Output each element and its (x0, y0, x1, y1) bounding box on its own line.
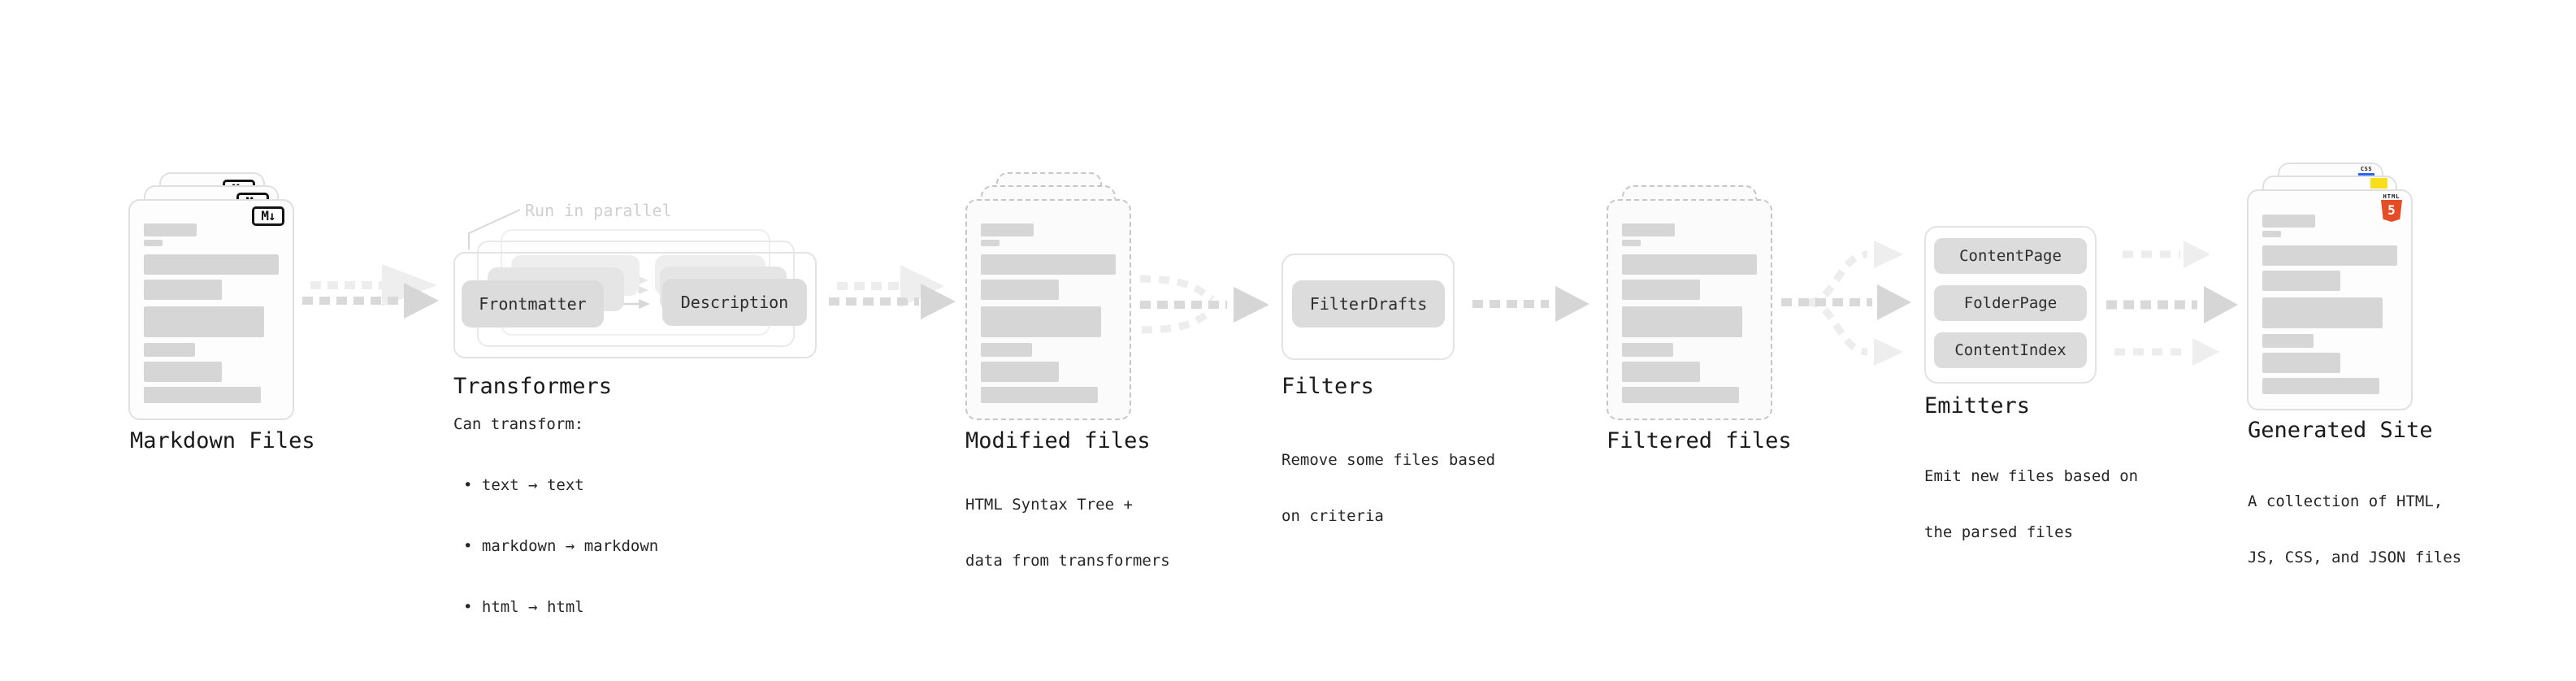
bullet-item: • html → html (463, 598, 584, 616)
markdown-icon: M↓ (252, 206, 284, 226)
description-button: Description (662, 279, 807, 326)
css-icon-bar (2358, 173, 2374, 176)
html5-icon-word: HTML (2383, 193, 2400, 200)
contentpage-label: ContentPage (1959, 247, 2062, 265)
transformers-bullets: • text → text • markdown → markdown • ht… (463, 435, 658, 658)
html-file: HTML 5 (2247, 189, 2413, 410)
desc-line: JS, CSS, and JSON files (2248, 549, 2462, 566)
document-text-placeholder (981, 223, 1116, 403)
desc-line: Emit new files based on (1924, 467, 2139, 485)
frontmatter-label: Frontmatter (479, 294, 587, 314)
folderpage-label: FolderPage (1963, 294, 2058, 312)
bullet-item: • text → text (463, 476, 584, 494)
transformers-label: Transformers (453, 374, 613, 399)
markdown-files-label: Markdown Files (130, 428, 315, 453)
frontmatter-button: Frontmatter (462, 280, 604, 327)
arrow-transformers-to-modified (829, 265, 956, 319)
contentpage-button: ContentPage (1934, 238, 2087, 274)
filterdrafts-label: FilterDrafts (1309, 294, 1428, 314)
document-text-placeholder (1622, 223, 1757, 403)
folderpage-button: FolderPage (1934, 285, 2087, 321)
generated-site-label: Generated Site (2248, 418, 2433, 443)
transformer-card-front (453, 252, 817, 358)
filtered-files-label: Filtered files (1607, 428, 1792, 453)
desc-line: Remove some files based (1281, 451, 1496, 469)
modified-files-desc: HTML Syntax Tree + data from transformer… (965, 458, 1170, 608)
contentindex-button: ContentIndex (1934, 332, 2087, 368)
html5-icon-number: 5 (2387, 202, 2396, 218)
filtered-file-front (1607, 199, 1772, 420)
filtered-files-stack (1607, 172, 1803, 420)
css-icon-label: CSS (2360, 166, 2373, 172)
emitters-desc: Emit new files based on the parsed files (1924, 430, 2138, 579)
description-label: Description (680, 293, 789, 312)
filters-desc: Remove some files based on criteria (1281, 414, 1495, 563)
modified-files-label: Modified files (965, 428, 1151, 453)
bullet-item: • markdown → markdown (463, 537, 659, 555)
desc-line: on criteria (1281, 507, 1384, 525)
html5-icon-shield: 5 (2381, 200, 2402, 222)
modified-files-stack (965, 172, 1162, 420)
js-icon (2370, 178, 2387, 189)
arrow-filters-to-filtered (1472, 286, 1589, 322)
desc-line: the parsed files (1924, 523, 2074, 541)
desc-line: data from transformers (965, 552, 1170, 570)
arrow-emitters-to-generated (2106, 241, 2238, 366)
filters-label: Filters (1281, 374, 1374, 399)
markdown-file-front: M↓ (128, 199, 294, 420)
emitters-label: Emitters (1924, 393, 2031, 419)
desc-line: HTML Syntax Tree + (965, 496, 1133, 514)
html5-icon: HTML 5 (2381, 193, 2402, 222)
document-text-placeholder (144, 223, 279, 403)
contentindex-label: ContentIndex (1954, 341, 2066, 359)
css-icon: CSS (2358, 166, 2374, 176)
transformers-desc-heading: Can transform: (453, 415, 584, 433)
modified-file-front (965, 199, 1131, 420)
desc-line: A collection of HTML, (2248, 492, 2444, 510)
run-in-parallel-note: Run in parallel (525, 201, 672, 220)
markdown-files-stack: M↓ M↓ M↓ (128, 172, 325, 420)
document-text-placeholder (2262, 215, 2397, 394)
generated-site-desc: A collection of HTML, JS, CSS, and JSON … (2248, 455, 2461, 605)
filterdrafts-button: FilterDrafts (1292, 280, 1445, 327)
generated-site-stack: CSS HTML 5 (2247, 163, 2444, 410)
